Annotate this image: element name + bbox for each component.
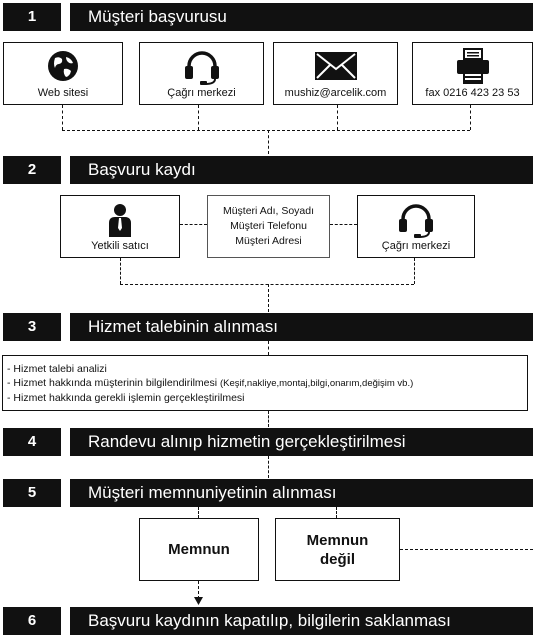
step-1-title: Müşteri başvurusu: [70, 3, 533, 31]
channel-web-label: Web sitesi: [37, 87, 89, 99]
connector: [198, 581, 199, 599]
connector: [268, 456, 269, 478]
info-line: Müşteri Telefonu: [230, 220, 307, 232]
channel-fax: fax 0216 423 23 53: [412, 42, 533, 105]
connector: [180, 224, 207, 225]
step-1-number: 1: [3, 3, 61, 31]
fax-icon: [456, 48, 489, 84]
registration-callcenter-label: Çağrı merkezi: [381, 240, 451, 252]
dealer-label: Yetkili satıcı: [91, 240, 149, 252]
channel-email: mushiz@arcelik.com: [273, 42, 398, 105]
connector: [470, 105, 471, 130]
connector: [268, 284, 269, 312]
channel-email-label: mushiz@arcelik.com: [284, 87, 387, 99]
not-satisfied-label-line2: değil: [319, 550, 355, 568]
arrow-down-icon: [194, 597, 203, 605]
satisfied-box: Memnun: [139, 518, 259, 581]
info-line: Müşteri Adı, Soyadı: [222, 205, 315, 217]
info-line: Müşteri Adresi: [235, 235, 302, 247]
service-item: - Hizmet hakkında müşterinin bilgilendir…: [7, 377, 218, 389]
step-6-number: 6: [3, 607, 61, 635]
envelope-icon: [314, 52, 357, 80]
headset-icon: [399, 204, 433, 238]
channel-callcenter-label: Çağrı merkezi: [167, 87, 236, 99]
satisfied-label: Memnun: [168, 541, 230, 558]
connector: [120, 258, 121, 284]
connector: [120, 284, 414, 285]
channel-callcenter: Çağrı merkezi: [139, 42, 264, 105]
service-item-examples: (Keşif,nakliye,montaj,bilgi,onarım,değiş…: [220, 378, 414, 389]
connector: [336, 507, 337, 518]
person-icon: [109, 204, 131, 237]
step-5-title: Müşteri memnuniyetinin alınması: [70, 479, 533, 507]
step-6-title: Başvuru kaydının kapatılıp, bilgilerin s…: [70, 607, 533, 635]
not-satisfied-label-line1: Memnun: [306, 531, 369, 549]
connector: [414, 258, 415, 284]
channel-fax-label: fax 0216 423 23 53: [425, 87, 520, 99]
step-2-title: Başvuru kaydı: [70, 156, 533, 184]
connector: [268, 130, 269, 154]
connector: [198, 105, 199, 130]
connector: [268, 411, 269, 427]
connector: [198, 507, 199, 518]
step-3-title: Hizmet talebinin alınması: [70, 313, 533, 341]
connector: [337, 105, 338, 130]
connector: [400, 549, 533, 550]
globe-icon: [48, 51, 78, 81]
step-3-number: 3: [3, 313, 61, 341]
connector: [330, 224, 357, 225]
service-item: - Hizmet talebi analizi: [7, 363, 107, 375]
service-item-row: - Hizmet hakkında müşterinin bilgilendir…: [7, 376, 523, 391]
registration-callcenter-box: Çağrı merkezi: [357, 195, 475, 258]
step-4-number: 4: [3, 428, 61, 456]
service-item: - Hizmet hakkında gerekli işlemin gerçek…: [7, 392, 245, 404]
connector: [62, 130, 470, 131]
step-5-number: 5: [3, 479, 61, 507]
headset-icon: [184, 51, 219, 85]
not-satisfied-box: Memnun değil: [275, 518, 400, 581]
step-2-number: 2: [3, 156, 61, 184]
service-details-box: - Hizmet talebi analizi - Hizmet hakkınd…: [2, 355, 528, 411]
dealer-box: Yetkili satıcı: [60, 195, 180, 258]
connector: [268, 341, 269, 355]
customer-info-box: Müşteri Adı, Soyadı Müşteri Telefonu Müş…: [207, 195, 330, 258]
channel-web: Web sitesi: [3, 42, 123, 105]
step-4-title: Randevu alınıp hizmetin gerçekleştirilme…: [70, 428, 533, 456]
connector: [62, 105, 63, 130]
